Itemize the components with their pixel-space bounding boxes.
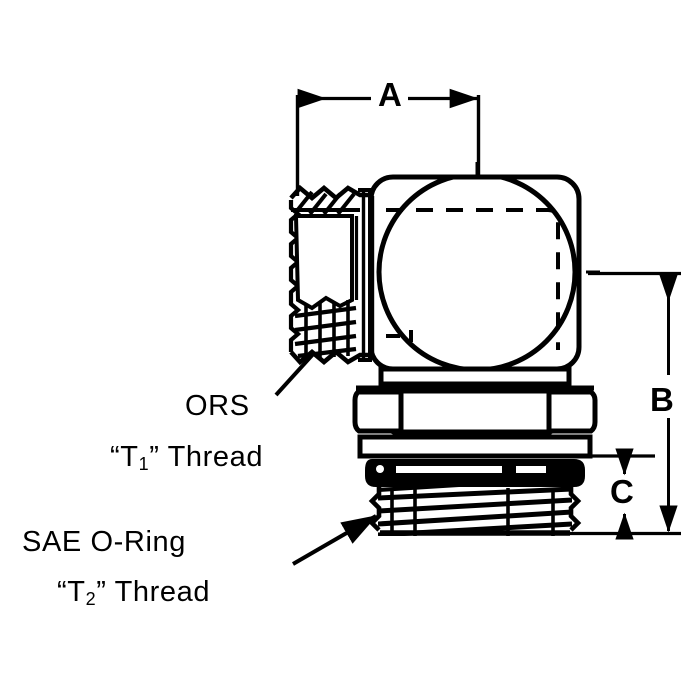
ors-thread-flanks-lower xyxy=(304,300,350,358)
hex-nut-corner-top-left xyxy=(390,387,404,393)
dimension-c-group xyxy=(592,448,655,540)
dimension-c-label: C xyxy=(610,473,635,510)
hex-nut xyxy=(352,385,598,436)
collar-band-outline xyxy=(357,434,593,459)
ors-threaded-port xyxy=(288,184,372,366)
ors-leader-line xyxy=(274,350,317,397)
sae-callout-line2: “T2” Thread xyxy=(57,576,211,609)
o-ring-highlight-2 xyxy=(516,466,546,473)
sae-thread-crest-right xyxy=(568,487,582,532)
ors-callout-line1: ORS xyxy=(185,390,250,422)
o-ring-highlight-1 xyxy=(396,466,502,473)
collar-band xyxy=(357,434,593,459)
hex-nut-facet-left xyxy=(352,389,404,434)
ors-counterbore-pocket xyxy=(293,214,354,311)
flange-band-outline xyxy=(378,366,572,387)
sae-thread-subscript: 2 xyxy=(85,589,97,609)
hex-nut-facet-center xyxy=(398,388,552,435)
ors-thread-prefix: “T xyxy=(110,441,139,473)
hidden-internal-bore xyxy=(386,208,560,350)
sae-callout-line1: SAE O-Ring xyxy=(22,526,186,558)
elbow-body xyxy=(368,162,600,372)
body-flange-band xyxy=(378,366,572,387)
ors-thread-hatch-upper xyxy=(291,190,360,216)
sae-thread-suffix: ” Thread xyxy=(96,576,211,608)
sae-thread-prefix: “T xyxy=(57,576,86,608)
ors-callout-line2: “T1” Thread xyxy=(110,441,264,474)
ors-thread-crest-bottom xyxy=(289,349,368,366)
elbow-body-circle xyxy=(376,177,578,369)
sae-thread-crest-left xyxy=(368,487,382,532)
sae-o-ring-thread xyxy=(368,476,582,536)
dimension-b-label: B xyxy=(650,381,675,418)
ors-thread-subscript: 1 xyxy=(138,454,150,474)
hex-nut-corner-top-right xyxy=(540,387,554,393)
o-ring-highlight-dot xyxy=(376,465,384,473)
hex-nut-facet-right xyxy=(546,389,598,434)
ors-thread-crest-top xyxy=(289,184,368,201)
ors-thread-suffix: ” Thread xyxy=(149,441,264,473)
dimension-a-label: A xyxy=(378,76,403,113)
ors-thread-crest-left xyxy=(288,200,302,352)
sae-thread-roots xyxy=(390,488,555,536)
sae-leader-line xyxy=(291,514,378,566)
